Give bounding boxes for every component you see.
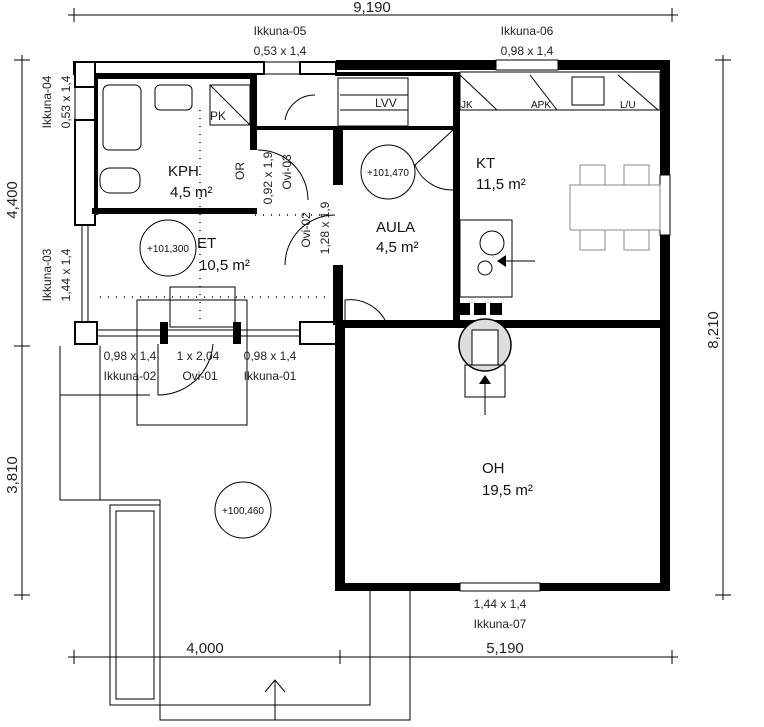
room-oh-area: 19,5 m² [482, 482, 533, 499]
door-swings [157, 94, 454, 396]
window-04-name: Ikkuna-04 [40, 75, 54, 128]
window-07-size: 1,44 x 1,4 [474, 597, 527, 611]
window-03-size: 1,44 x 1,4 [59, 248, 73, 301]
fixture-or: OR [233, 162, 247, 180]
level-marker [214, 481, 272, 539]
dim-left-upper: 4,400 [4, 181, 21, 219]
room-kph-name: KPH [168, 163, 199, 180]
window-05-size: 0,53 x 1,4 [254, 44, 307, 58]
door-01-size: 1 x 2,04 [177, 349, 220, 363]
window-06-size: 0,98 x 1,4 [501, 44, 554, 58]
window-02-size: 0,98 x 1,4 [104, 349, 157, 363]
window-06-name: Ikkuna-06 [501, 24, 554, 38]
level-marker [139, 219, 197, 277]
fixtures [99, 71, 661, 415]
door-02-name: Ovi-02 [299, 212, 313, 248]
room-kt-area: 11,5 m² [476, 176, 526, 193]
window-04-size: 0,53 x 1,4 [59, 75, 73, 128]
room-kph-area: 4,5 m² [170, 184, 213, 201]
window-03-name: Ikkuna-03 [40, 248, 54, 301]
door-03-size: 0,92 x 1,9 [261, 151, 275, 204]
room-et-name: ET [197, 235, 216, 252]
level-aula: +101,470 [367, 168, 409, 179]
room-kt-name: KT [476, 155, 495, 172]
window-marks [74, 59, 671, 236]
room-oh-name: OH [482, 460, 505, 477]
walls [73, 60, 670, 592]
room-et-area: 10,5 m² [199, 257, 250, 274]
dim-total-depth: 8,210 [705, 311, 722, 349]
dim-bottom-right: 5,190 [486, 640, 524, 657]
dimension-lines [14, 8, 731, 664]
dim-bottom-left: 4,000 [186, 640, 224, 657]
level-terrace: +100,460 [222, 506, 264, 517]
door-01-name: Ovi-01 [182, 369, 218, 383]
door-02-size: 1,28 x 1,9 [318, 201, 332, 254]
fixture-apk: APK [531, 100, 551, 111]
room-aula-name: AULA [376, 219, 415, 236]
window-05-name: Ikkuna-05 [254, 24, 307, 38]
terrace [59, 299, 411, 721]
door-03-name: Ovi-03 [280, 154, 294, 190]
dim-left-lower: 3,810 [4, 456, 21, 494]
level-marker [360, 144, 416, 200]
window-01-name: Ikkuna-01 [244, 369, 297, 383]
room-aula-area: 4,5 m² [376, 239, 419, 256]
fixture-lu: L/U [620, 100, 636, 111]
fixture-pk: PK [210, 109, 226, 123]
fixture-lvv: LVV [375, 96, 397, 110]
fixture-jk: JK [461, 100, 473, 111]
dim-total-width: 9,190 [353, 0, 391, 16]
window-07-name: Ikkuna-07 [474, 617, 527, 631]
window-02-name: Ikkuna-02 [104, 369, 157, 383]
window-01-size: 0,98 x 1,4 [244, 349, 297, 363]
level-et: +101,300 [147, 244, 189, 255]
